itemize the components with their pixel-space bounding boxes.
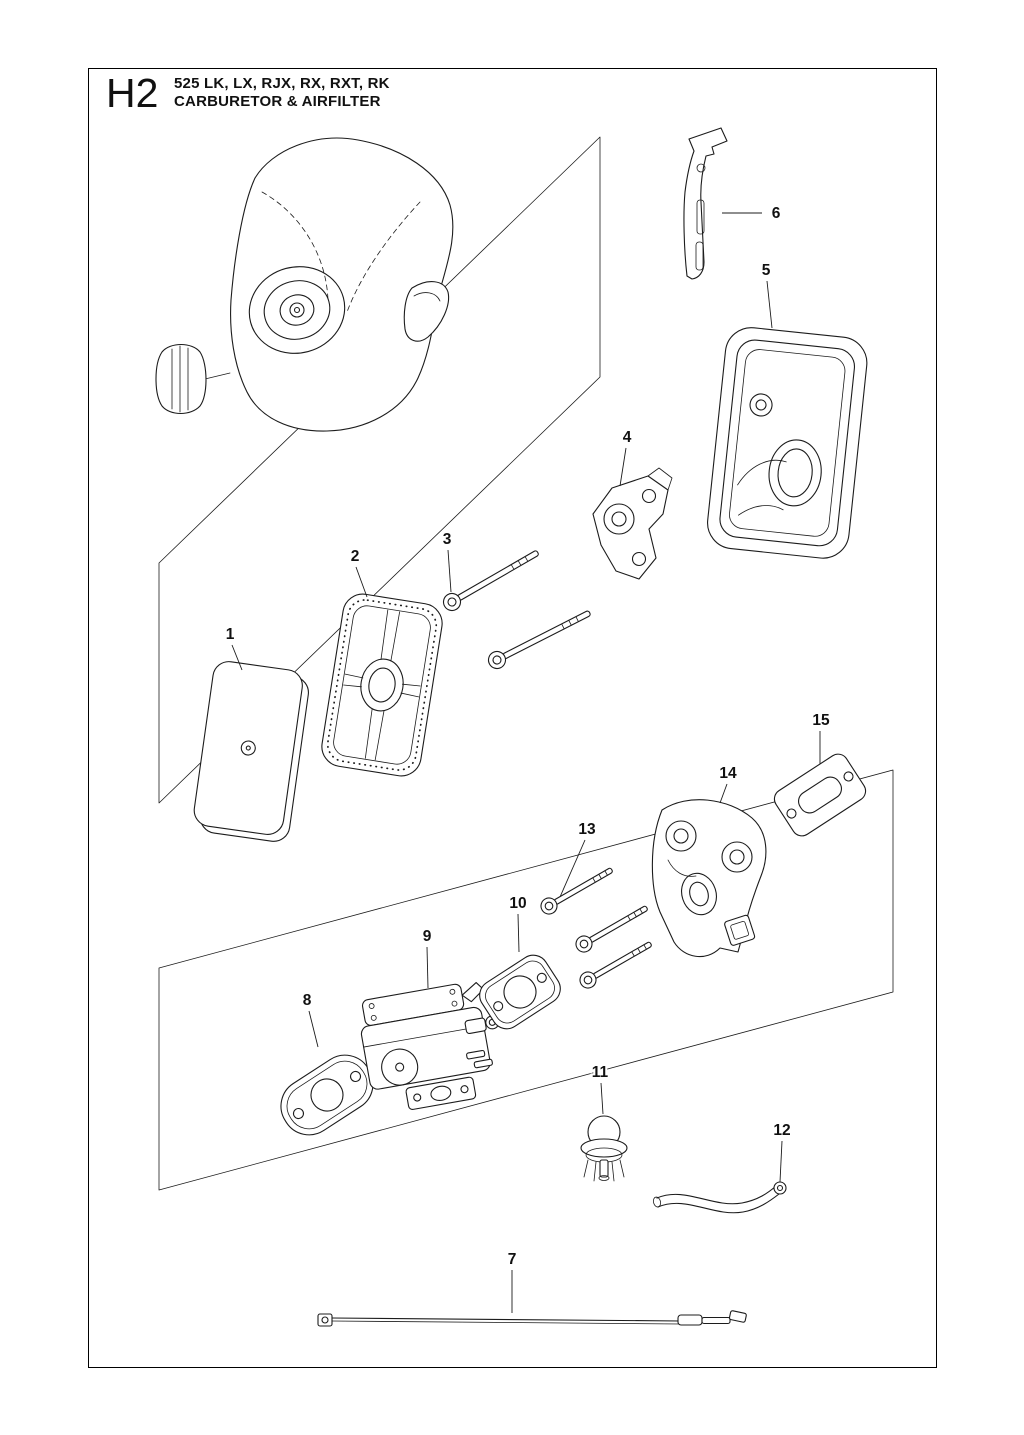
part-6-choke-lever-drawing <box>683 127 728 280</box>
model-list: 525 LK, LX, RJX, RX, RXT, RK <box>174 75 390 92</box>
part-label-14: 14 <box>719 765 737 782</box>
part-label-15: 15 <box>812 712 830 729</box>
pump-cover <box>381 1048 419 1086</box>
page-header: 525 LK, LX, RJX, RX, RXT, RK CARBURETOR … <box>174 75 390 111</box>
part-labels: 1 2 3 4 5 6 7 8 9 10 11 12 13 14 15 <box>224 203 832 1270</box>
part-label-11: 11 <box>592 1064 609 1081</box>
part-2-filter-holder-drawing <box>321 593 443 777</box>
leader-line-1 <box>231 644 243 671</box>
leader-line-2 <box>355 566 368 598</box>
page-border-frame <box>88 68 937 1368</box>
part-14-intake-spacer-drawing <box>651 799 767 958</box>
air-filter-cover-drawing <box>230 137 454 432</box>
part-label-3: 3 <box>443 531 452 548</box>
leader-line-3 <box>447 549 452 593</box>
leader-line-10 <box>517 913 520 953</box>
leader-line-12 <box>779 1140 783 1183</box>
part-1-air-filter-drawing <box>193 661 309 842</box>
part-5-airfilter-housing-drawing <box>707 327 868 559</box>
leader-lines <box>231 212 821 1313</box>
leader-line-5 <box>766 280 773 329</box>
part-13-screws-drawing <box>540 867 652 989</box>
part-label-12: 12 <box>773 1122 790 1139</box>
part-label-2: 2 <box>351 548 360 565</box>
part-label-7: 7 <box>508 1251 517 1268</box>
part-11-primer-bulb-drawing <box>580 1115 628 1182</box>
part-4-choke-bracket-drawing <box>592 467 673 580</box>
part-12-fuel-hose-drawing <box>652 1181 787 1214</box>
leader-line-11 <box>600 1082 604 1115</box>
leader-line-14 <box>719 783 728 804</box>
part-label-8: 8 <box>303 992 312 1009</box>
leader-line-8 <box>308 1010 319 1048</box>
part-label-13: 13 <box>578 821 596 838</box>
leader-line-13 <box>559 839 586 898</box>
filter-center-hole <box>240 740 256 756</box>
part-9-carburetor-drawing <box>360 981 500 1111</box>
part-label-9: 9 <box>423 928 432 945</box>
leader-line-4 <box>619 447 627 487</box>
part-label-4: 4 <box>623 429 632 446</box>
part-15-gasket-drawing <box>773 753 867 837</box>
part-3-screws-drawing <box>442 550 591 670</box>
part-10-gasket-drawing <box>479 954 561 1030</box>
part-label-1: 1 <box>226 626 235 643</box>
section-title: CARBURETOR & AIRFILTER <box>174 93 381 110</box>
part-7-throttle-cable-drawing <box>317 1310 747 1327</box>
leader-line-9 <box>426 946 429 989</box>
part-label-10: 10 <box>509 895 526 912</box>
section-code: H2 <box>106 70 159 116</box>
part-label-5: 5 <box>762 262 771 279</box>
cover-knob-drawing <box>155 343 231 415</box>
part-label-6: 6 <box>772 205 781 222</box>
